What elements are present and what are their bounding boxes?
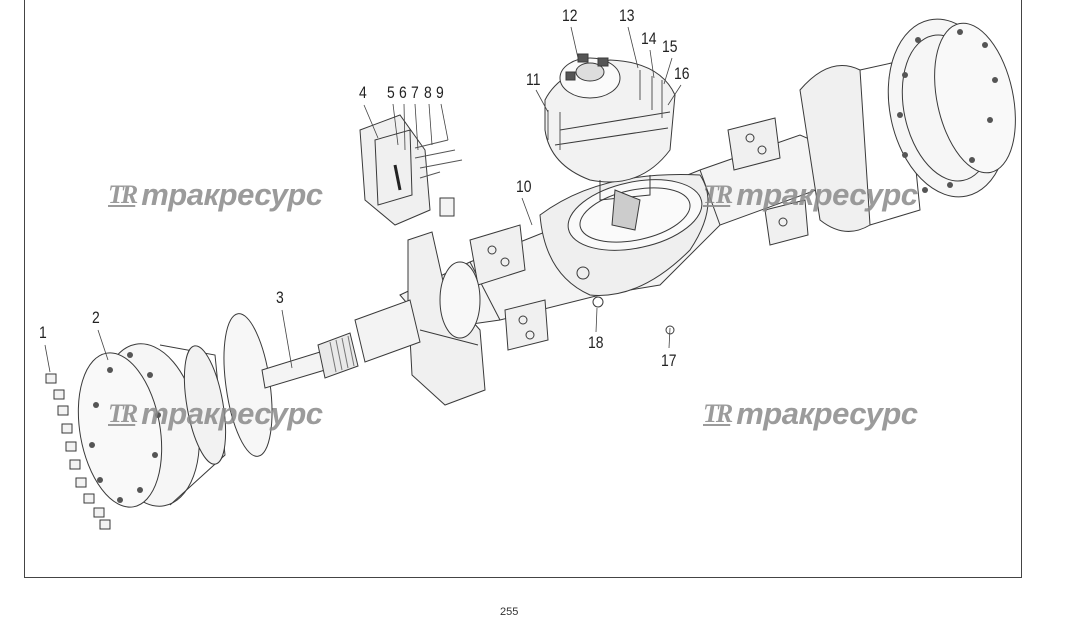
callout-12: 12 [562,6,578,25]
watermark-text: тракресурс [141,177,323,212]
wheel-nuts [45,373,111,530]
callout-9: 9 [436,83,444,102]
callout-6: 6 [399,83,407,102]
callout-4: 4 [359,83,367,102]
watermark-logo: TR [703,399,733,428]
page-frame [24,0,1022,578]
callout-14: 14 [641,29,657,48]
callout-8: 8 [424,83,432,102]
watermark-logo: TR [703,180,733,209]
callout-1: 1 [39,323,47,342]
watermark-bottom-left: TR тракресурс [108,396,323,432]
brake-caliper-left [359,114,463,226]
watermark-text: тракресурс [736,396,918,431]
watermark-text: тракресурс [736,177,918,212]
axle-shaft [223,299,421,457]
callout-15: 15 [662,37,678,56]
watermark-top-left: TR тракресурс [108,177,323,213]
callout-10: 10 [516,177,532,196]
differential-carrier [544,53,676,231]
watermark-text: тракресурс [141,396,323,431]
callout-3: 3 [276,288,284,307]
page-number: 255 [500,606,519,618]
callout-13: 13 [619,6,635,25]
callout-7: 7 [411,83,419,102]
watermark-bottom-right: TR тракресурс [703,396,918,432]
watermark-logo: TR [108,180,138,209]
callout-11: 11 [526,70,541,89]
brake-caliper-lower [407,231,486,406]
right-wheel-hub [799,18,1016,232]
left-wheel-hub [77,343,227,508]
callout-18: 18 [588,333,604,352]
leader-lines [44,26,682,373]
callout-16: 16 [674,64,690,83]
callout-5: 5 [387,83,395,102]
axle-housing [399,117,836,351]
callout-2: 2 [92,308,100,327]
callout-17: 17 [661,351,677,370]
watermark-top-right: TR тракресурс [703,177,918,213]
watermark-logo: TR [108,399,138,428]
